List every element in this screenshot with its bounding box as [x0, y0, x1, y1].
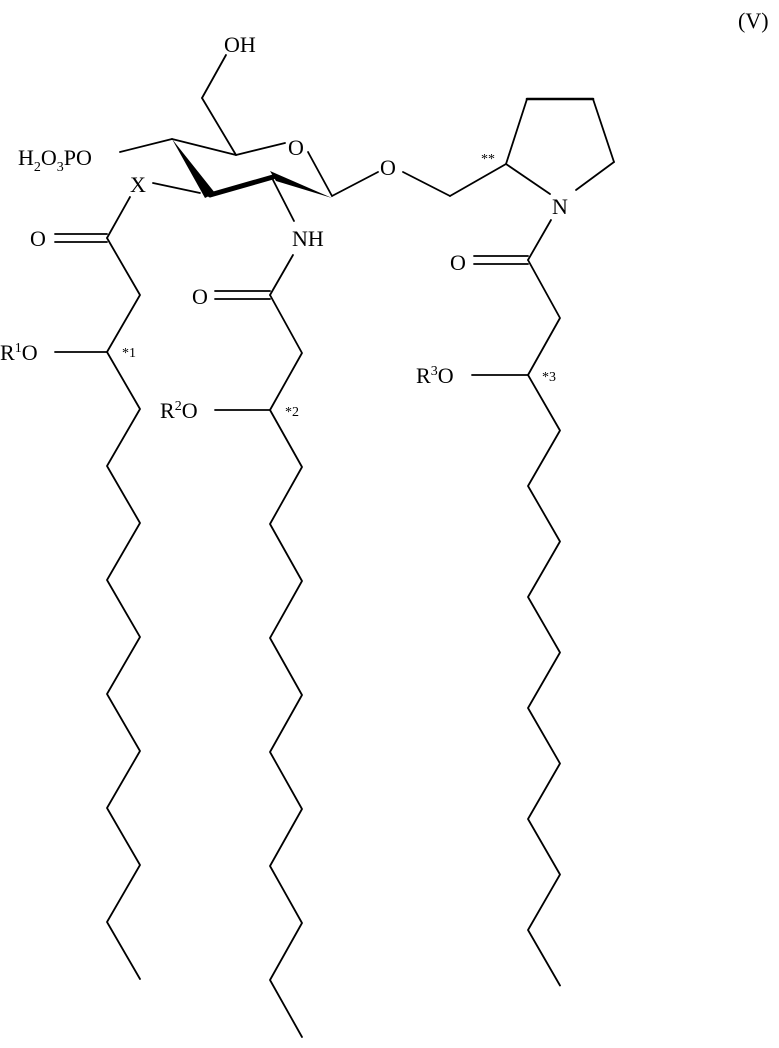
stereo-label-double-star: **	[481, 152, 495, 167]
stereo-label-3: *3	[542, 370, 556, 385]
alkyl-chains	[107, 352, 560, 1037]
bond-c5p-n	[576, 162, 614, 190]
carbonyl-oxygen-3: O	[450, 250, 466, 275]
acyl-2-backbone	[270, 295, 302, 410]
chain-1	[107, 352, 140, 979]
bond-x-carbonyl	[107, 197, 130, 238]
nitrogen-label: N	[552, 194, 568, 219]
formula-number: (V)	[738, 8, 769, 33]
bond-x-c3	[153, 183, 200, 193]
bond-c2-nh	[273, 180, 294, 221]
phosphate-label: H2O3PO	[18, 145, 92, 175]
bond-c5-ch2	[202, 98, 236, 155]
nh-label: NH	[292, 226, 324, 251]
r3o-label: R3O	[416, 363, 454, 388]
ring-oxygen-label: O	[288, 135, 304, 160]
carbonyl-oxygen-1: O	[30, 226, 46, 251]
bond-c1-o	[332, 172, 378, 196]
bond-c2p-c3p	[506, 99, 527, 164]
bond-ch2-oh	[202, 55, 226, 98]
chain-3	[528, 375, 560, 986]
bond-c4p-c5p	[593, 99, 614, 162]
carbonyl-oxygen-2: O	[192, 284, 208, 309]
bond-po-c4	[120, 139, 172, 152]
stereo-label-1: *1	[122, 346, 136, 361]
glucosamine-ring	[120, 55, 378, 221]
bond-c5-o	[236, 143, 285, 155]
r1o-label: R1O	[0, 340, 38, 365]
pyrrolidine-ring	[403, 99, 614, 260]
stereo-label-2: *2	[285, 405, 299, 420]
bond-ch2-c2p	[450, 164, 506, 196]
chain-2	[270, 410, 302, 1037]
r2o-label: R2O	[160, 398, 198, 423]
bond-c2p-n	[506, 164, 550, 194]
acyl-1-backbone	[107, 238, 140, 352]
bold-bond-c3-c2	[210, 177, 273, 195]
x-label: X	[130, 172, 146, 197]
bond-nh-carbonyl	[270, 255, 293, 295]
hydroxyl-label: OH	[224, 32, 256, 57]
acyl-3-backbone	[528, 260, 560, 375]
glycosidic-oxygen-label: O	[380, 155, 396, 180]
bond-n-carbonyl	[528, 220, 551, 260]
bond-o-ch2	[403, 172, 450, 196]
